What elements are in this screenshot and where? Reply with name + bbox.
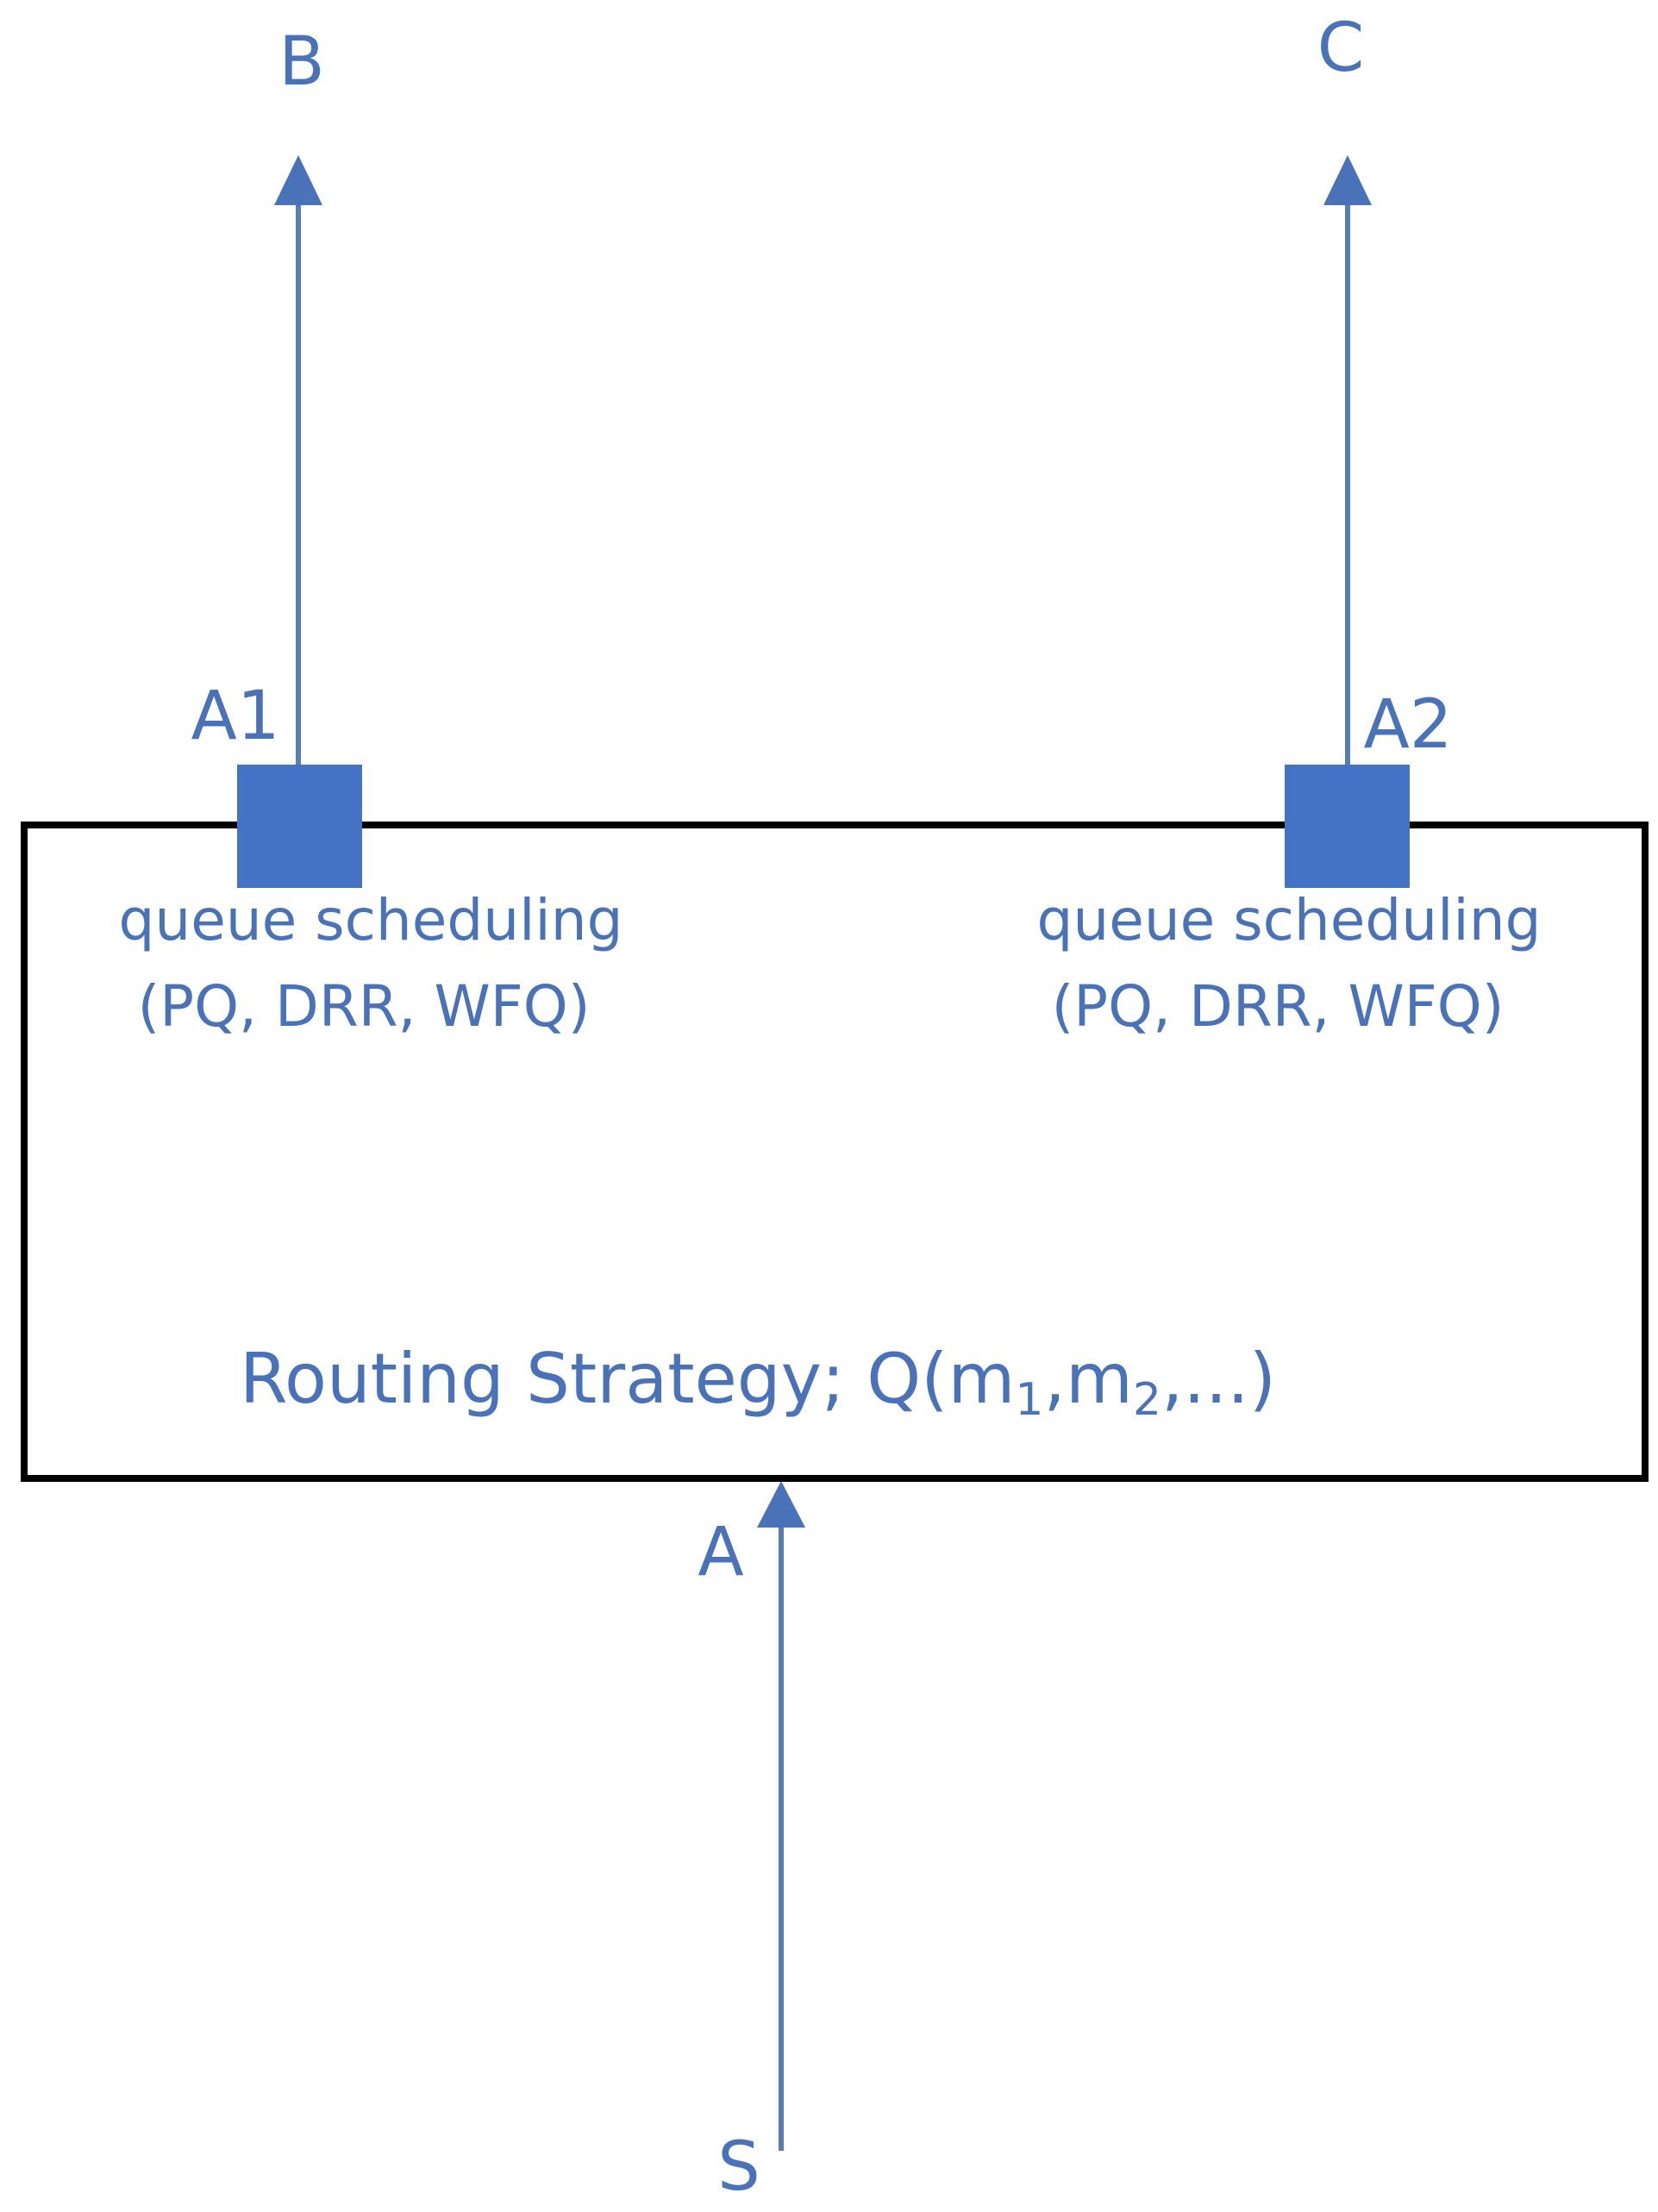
scheduler-left-title: queue scheduling xyxy=(119,887,623,953)
arrow-a2-to-c-head xyxy=(1323,155,1372,205)
node-label-c: C xyxy=(1317,9,1364,87)
arrow-a1-to-b-head xyxy=(274,155,322,205)
scheduler-right-title: queue scheduling xyxy=(1037,887,1542,953)
port-label-a2: A2 xyxy=(1364,686,1453,764)
routing-strategy-label: Routing Strategy; Q(m1,m2,...) xyxy=(240,1339,1276,1426)
scheduler-left-algorithms: (PQ, DRR, WFQ) xyxy=(138,973,591,1040)
routing-strategy-sep: ,m xyxy=(1044,1339,1133,1419)
node-label-s: S xyxy=(717,2128,760,2206)
node-label-b: B xyxy=(278,23,325,101)
port-a2-square xyxy=(1285,765,1410,888)
arrow-s-to-a-head xyxy=(757,1481,805,1528)
router-box xyxy=(21,822,1649,1482)
routing-strategy-prefix: Routing Strategy; Q(m xyxy=(240,1339,1015,1419)
node-label-a: A xyxy=(698,1514,743,1591)
routing-strategy-sub2: 2 xyxy=(1133,1374,1161,1426)
port-label-a1: A1 xyxy=(191,678,280,755)
scheduler-right-algorithms: (PQ, DRR, WFQ) xyxy=(1052,973,1505,1040)
routing-strategy-suffix: ,...) xyxy=(1161,1339,1276,1419)
port-a1-square xyxy=(237,765,362,888)
routing-strategy-sub1: 1 xyxy=(1015,1374,1043,1426)
